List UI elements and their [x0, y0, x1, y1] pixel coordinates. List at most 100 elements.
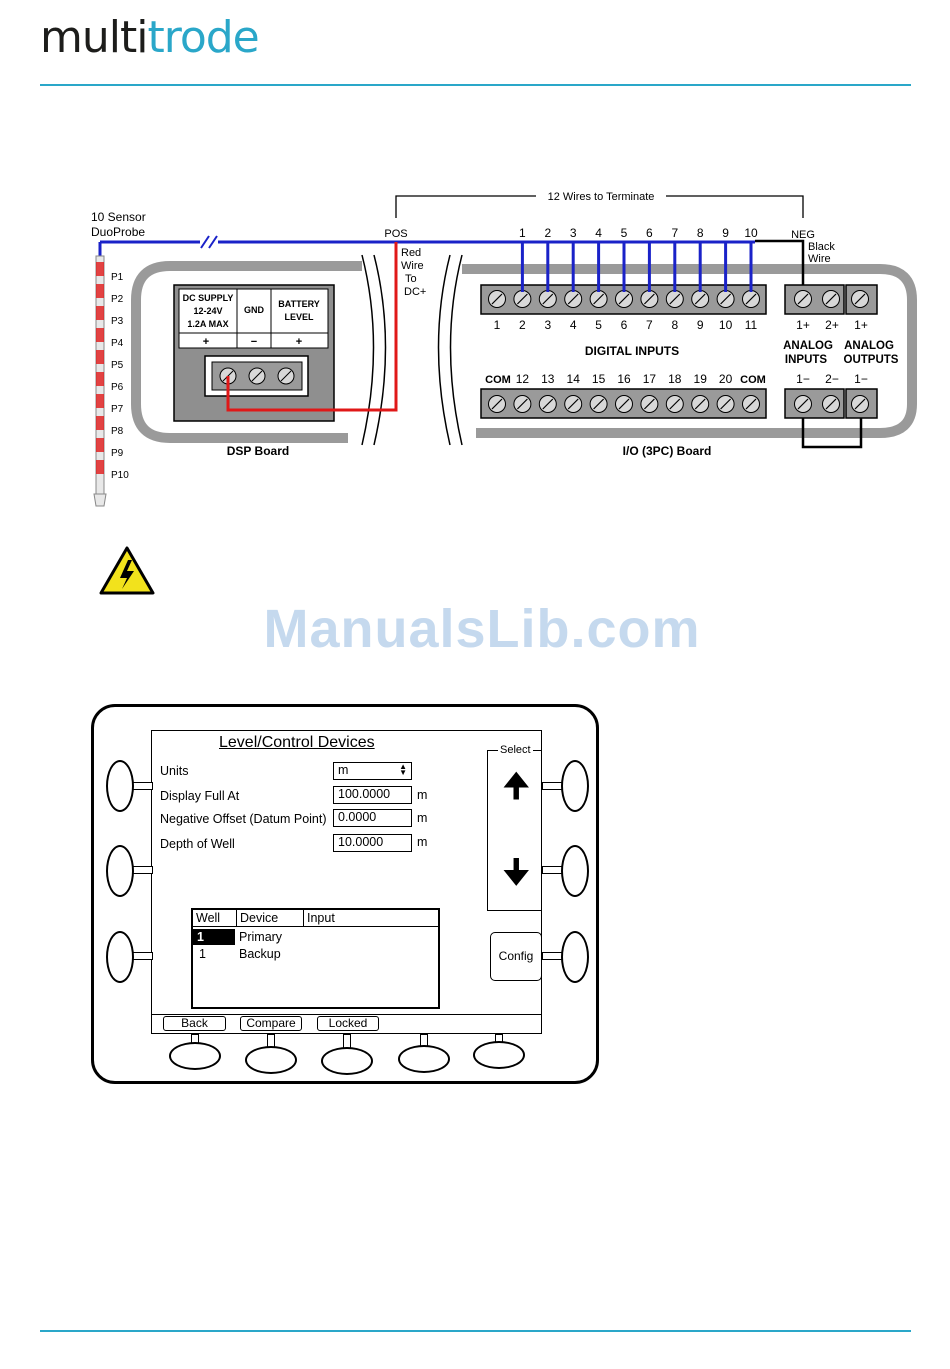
arrow-up-icon[interactable]: 🠉	[503, 768, 530, 804]
screw-slot	[567, 293, 579, 305]
table-row-device[interactable]: Backup	[239, 947, 281, 961]
bottom-softkey-3[interactable]	[321, 1047, 373, 1075]
screw-slot	[618, 398, 630, 410]
wire-number-label: 8	[697, 226, 704, 240]
screw-slot	[694, 398, 706, 410]
softkey-bar	[151, 1014, 542, 1035]
probe-sensor-mark	[96, 306, 104, 320]
bottom-softkey-1[interactable]	[169, 1042, 221, 1070]
terminal-screw	[564, 395, 583, 413]
analog-outputs-label: ANALOG	[844, 340, 894, 352]
dsp-board-outline	[131, 261, 362, 443]
screw-slot	[720, 293, 732, 305]
terminal-screw	[742, 395, 760, 413]
back-softkey[interactable]: Back	[163, 1016, 226, 1031]
unit-label: m	[417, 835, 428, 849]
terminal-screw	[691, 395, 710, 413]
screw-slot	[797, 398, 809, 410]
terminal-number-label: COM	[485, 374, 511, 386]
terminal-screw	[564, 290, 583, 308]
table-row-device[interactable]: Primary	[239, 930, 283, 944]
header-rule	[40, 84, 911, 86]
probe-point-label: P4	[111, 338, 124, 349]
terminal-screw	[822, 395, 840, 413]
black-wire-label: Wire	[808, 253, 831, 265]
bottom-softkey-4[interactable]	[398, 1045, 450, 1073]
analog-outputs-label: OUTPUTS	[844, 354, 899, 366]
screw-slot	[854, 398, 866, 410]
left-softkey-3[interactable]	[106, 931, 134, 983]
wire-number-label: 6	[646, 226, 653, 240]
terminal-number-label: 8	[671, 318, 678, 332]
right-softkey-2[interactable]	[561, 845, 589, 897]
wire-number-label: 2	[544, 226, 551, 240]
screw-slot	[854, 293, 866, 305]
terminal-screw	[615, 395, 633, 413]
arrow-down-icon[interactable]: 🠋	[503, 854, 530, 890]
terminal-screw	[513, 395, 532, 413]
terminal-number-label: 6	[621, 318, 628, 332]
screw-slot	[491, 293, 503, 305]
terminal-screw	[488, 290, 506, 308]
table-row-well[interactable]: 1	[199, 947, 206, 961]
right-softkey-1[interactable]	[561, 760, 589, 812]
config-button[interactable]: Config	[490, 932, 542, 981]
knob-stem	[131, 952, 153, 960]
right-softkey-3[interactable]	[561, 931, 589, 983]
bottom-softkey-5[interactable]	[473, 1041, 525, 1069]
red-wire	[226, 242, 398, 412]
screw-slot	[720, 398, 732, 410]
depth-of-well-field[interactable]: 10.0000	[333, 834, 412, 852]
screw-slot	[643, 398, 655, 410]
terminal-number-label: 5	[595, 318, 602, 332]
screw-slot	[745, 398, 757, 410]
terminal-number-label: 11	[745, 318, 758, 332]
terminal-number-label: 12	[516, 372, 530, 386]
probe-sensor-mark	[96, 438, 104, 452]
select-label: Select	[498, 744, 533, 756]
device-screen	[151, 730, 542, 1034]
compare-softkey[interactable]: Compare	[240, 1016, 302, 1031]
units-select[interactable]: m ▲▼	[333, 762, 412, 780]
pos-label: POS	[384, 228, 407, 240]
wire-number-label: 7	[671, 226, 678, 240]
terminal-screw	[513, 290, 532, 308]
bottom-softkey-2[interactable]	[245, 1046, 297, 1074]
dc-supply-label-3: 1.2A MAX	[187, 319, 228, 329]
blue-wire-drops	[520, 242, 753, 292]
red-wire-label: Wire	[401, 260, 424, 272]
terminal-number-label: COM	[740, 374, 766, 386]
watermark: ManualsLib.com	[263, 599, 701, 659]
footer-rule	[40, 1330, 911, 1332]
terminal-screw	[851, 395, 869, 413]
neg-label: NEG	[791, 229, 815, 241]
screen-title: Level/Control Devices	[219, 734, 375, 751]
probe-sensor-mark	[96, 284, 104, 298]
terminal-number-label: 15	[592, 372, 606, 386]
dsp-sign: +	[296, 336, 302, 348]
table-row-well-selected[interactable]: 1	[193, 929, 235, 945]
probe-point-label: P8	[111, 426, 124, 437]
probe-point-label: P6	[111, 382, 124, 393]
terminal-screw	[691, 290, 710, 308]
left-softkey-1[interactable]	[106, 760, 134, 812]
display-full-at-field[interactable]: 100.0000	[333, 786, 412, 804]
terminal-number-label: 13	[541, 372, 555, 386]
analog-terminal-label: 1−	[854, 372, 868, 386]
negative-offset-field[interactable]: 0.0000	[333, 809, 412, 827]
screw-slot	[643, 293, 655, 305]
screw-slot	[567, 398, 579, 410]
analog-inputs-label: ANALOG	[783, 340, 833, 352]
locked-softkey[interactable]: Locked	[317, 1016, 379, 1031]
terminal-screw	[615, 290, 633, 308]
probe-sensor-mark	[96, 416, 104, 430]
terminal-number-label: 7	[646, 318, 653, 332]
terminal-screw	[794, 290, 812, 308]
left-softkey-2[interactable]	[106, 845, 134, 897]
probe-sensor-mark	[96, 394, 104, 408]
probe-point-label: P5	[111, 360, 124, 371]
terminal-number-label: 14	[567, 372, 581, 386]
spinner-icon[interactable]: ▲▼	[399, 762, 407, 777]
negative-offset-label: Negative Offset (Datum Point)	[160, 812, 327, 826]
screw-slot	[593, 293, 605, 305]
